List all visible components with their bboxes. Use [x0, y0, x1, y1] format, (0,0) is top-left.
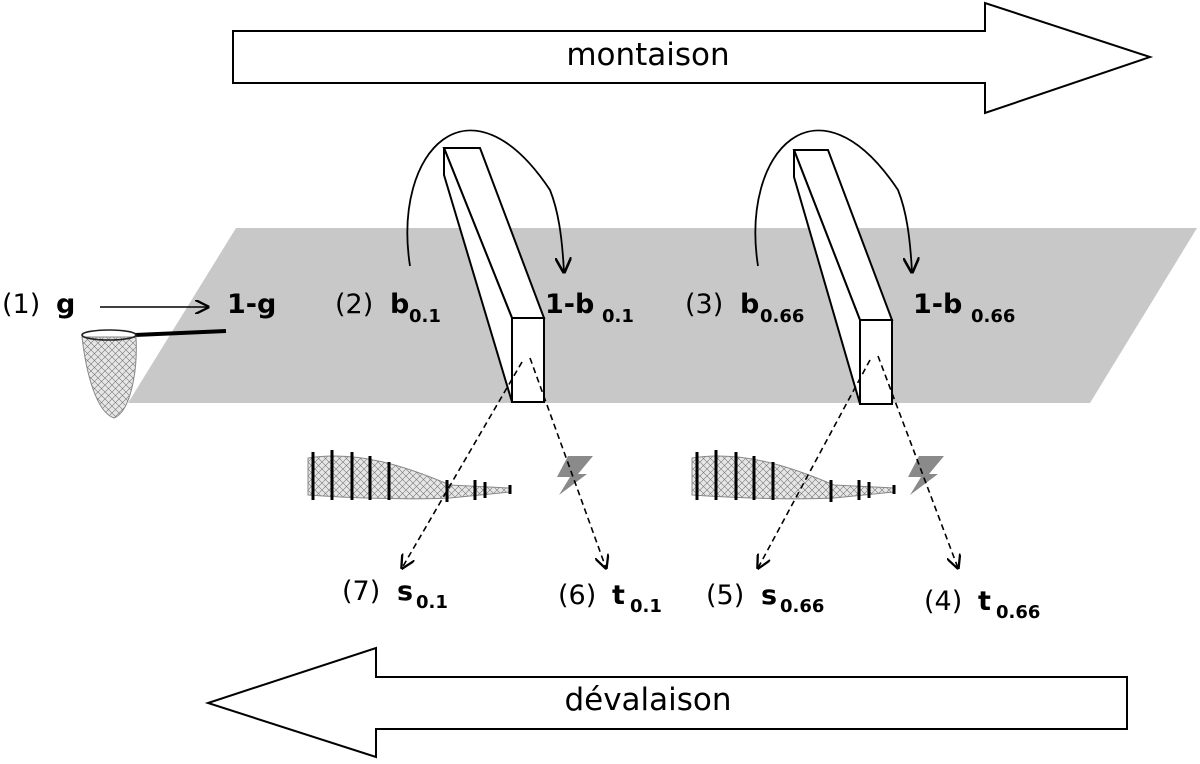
dam-1-t-sub: 0.1: [630, 596, 662, 617]
dam-2-t-sub: 0.66: [996, 602, 1040, 623]
lightning-icon-2: [908, 456, 944, 495]
dam-2-pass-var: b: [740, 289, 759, 320]
dam-1-fail-sub: 0.1: [602, 306, 634, 327]
dam-2-s-var: s: [761, 580, 777, 611]
lightning-icon-1: [557, 456, 593, 495]
dam-2-fail-prefix: 1-b: [913, 289, 962, 320]
downstream-arrow: dévalaison: [204, 646, 1128, 759]
dam-2: [792, 149, 894, 405]
capture-out-label: 1-g: [227, 289, 276, 320]
capture-in-label: g: [56, 289, 75, 320]
dam-2-pass-sub: 0.66: [760, 306, 804, 327]
dam-2-t-var: t: [978, 586, 991, 617]
dam-1-pass-step: (2): [335, 289, 373, 320]
dam-1-fail-prefix: 1-b: [545, 289, 594, 320]
dam-1-pass-arrow: [406, 129, 564, 272]
river-band: [128, 228, 1197, 403]
dam-1-s-step: (7): [342, 576, 380, 607]
capture-step: (1): [2, 289, 40, 320]
dam-1-t-path: [529, 357, 606, 568]
fyke-net-icon-1: [307, 450, 512, 502]
upstream-arrow: montaison: [232, 1, 1154, 115]
dam-1-t-step: (6): [558, 580, 596, 611]
fyke-net-icon-2: [691, 450, 896, 502]
dam-2-pass-arrow: [754, 129, 912, 272]
dam-2-fail-sub: 0.66: [971, 306, 1015, 327]
dam-1-pass-var: b: [390, 289, 409, 320]
dam-1-s-sub: 0.1: [416, 592, 448, 613]
dam-2-t-path: [877, 355, 958, 568]
downstream-label: dévalaison: [564, 682, 731, 718]
dam-2-s-sub: 0.66: [780, 596, 824, 617]
dam-2-pass-step: (3): [685, 289, 723, 320]
upstream-label: montaison: [566, 37, 729, 73]
dam-2-t-step: (4): [924, 586, 962, 617]
dam-1-pass-sub: 0.1: [409, 306, 441, 327]
dam-1: [442, 147, 546, 403]
dam-2-s-step: (5): [706, 580, 744, 611]
dam-1-t-var: t: [612, 580, 625, 611]
landing-net-icon: [81, 329, 227, 419]
dam-1-s-var: s: [397, 576, 413, 607]
